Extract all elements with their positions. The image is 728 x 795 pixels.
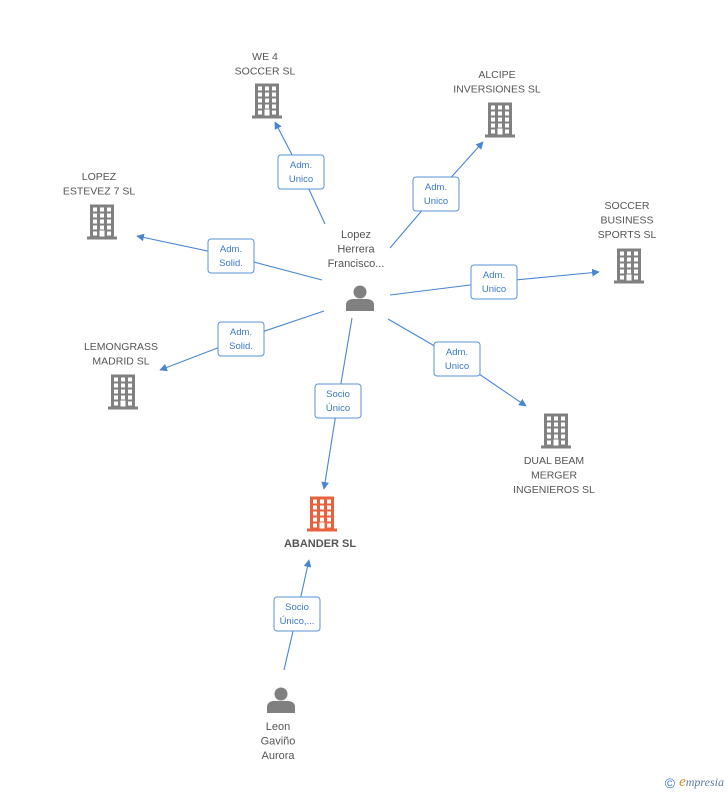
node-dual_beam[interactable]: DUAL BEAM MERGER INGENIEROS SL xyxy=(513,413,595,497)
edge-leon-to-abander: SocioÚnico,... xyxy=(273,559,321,671)
node-label-line: Herrera xyxy=(337,244,375,256)
brand-logo-text: mpresia xyxy=(685,775,724,789)
building-icon xyxy=(541,413,571,449)
edge-label-line: Unico xyxy=(445,361,469,372)
node-label-line: DUAL BEAM xyxy=(524,455,584,467)
node-label-line: SOCCER SL xyxy=(235,66,296,78)
edge-label-line: Único,... xyxy=(280,616,315,627)
building-icon xyxy=(307,496,337,532)
edge-label-line: Adm. xyxy=(425,182,447,193)
node-label-line: Lopez xyxy=(341,229,371,241)
edge-label-line: Unico xyxy=(482,284,506,295)
footer-brand[interactable]: © e mpresia xyxy=(665,774,724,791)
edge-lopez_herrera-to-lemongrass: Adm. Solid. xyxy=(159,310,325,372)
edge-label-line: Solid. xyxy=(229,341,253,352)
person-icon xyxy=(267,687,295,713)
edge-lopez_herrera-to-soccer_business: Adm. Unico xyxy=(389,264,600,300)
edge-label-box[interactable] xyxy=(470,264,518,300)
node-label-line: LOPEZ xyxy=(82,171,117,183)
brand-logo-initial: e xyxy=(679,774,686,790)
node-label-line: INGENIEROS SL xyxy=(513,484,595,496)
edge-label-line: Adm. xyxy=(483,270,505,281)
node-lemongrass[interactable]: LEMONGRASS MADRID SL xyxy=(84,341,158,410)
edge-label-box[interactable] xyxy=(314,383,362,419)
copyright-icon: © xyxy=(664,774,676,791)
node-label-line: SOCCER xyxy=(605,200,650,212)
node-label-line: MADRID SL xyxy=(92,356,149,368)
edge-lopez_herrera-to-we4: Adm. Unico xyxy=(274,121,326,225)
edge-label-line: Adm. xyxy=(290,160,312,171)
node-label-line: WE 4 xyxy=(252,51,278,63)
edge-label-line: Único xyxy=(326,403,350,414)
edge-label-line: Adm. xyxy=(230,327,252,338)
building-icon xyxy=(87,204,117,240)
edge-label-line: Solid. xyxy=(219,258,243,269)
node-label-line: ESTEVEZ 7 SL xyxy=(63,186,136,198)
edge-label-line: Adm. xyxy=(220,244,242,255)
node-label-line: Aurora xyxy=(261,750,295,762)
node-label-line: SPORTS SL xyxy=(598,229,657,241)
node-we4[interactable]: WE 4 SOCCER SL xyxy=(235,51,296,119)
edge-lopez_herrera-to-dual_beam: Adm. Unico xyxy=(387,318,527,407)
edge-label-box[interactable] xyxy=(207,238,255,274)
node-label-line: Leon xyxy=(266,721,290,733)
nodes-layer: WE 4 SOCCER SL ALCIPE INVERSIONES SL LOPEZ ES… xyxy=(63,51,657,762)
node-label-line: BUSINESS xyxy=(600,215,653,227)
node-alcipe[interactable]: ALCIPE INVERSIONES SL xyxy=(453,69,541,138)
node-soccer_business[interactable]: SOCCER BUSINESS SPORTS SL xyxy=(598,200,657,284)
building-icon xyxy=(614,248,644,284)
node-label-line: INVERSIONES SL xyxy=(453,84,541,96)
node-label-line: Francisco... xyxy=(328,258,385,270)
person-icon xyxy=(346,285,374,311)
node-label-line: ALCIPE xyxy=(478,69,515,81)
node-abander[interactable]: ABANDER SL xyxy=(284,496,356,551)
node-lopez_herrera[interactable]: LopezHerreraFrancisco... xyxy=(328,229,385,311)
node-label-line: ABANDER SL xyxy=(284,538,356,550)
edge-label-box[interactable] xyxy=(273,596,321,632)
edge-label-line: Unico xyxy=(289,174,313,185)
edge-label-line: Adm. xyxy=(446,347,468,358)
building-icon xyxy=(108,374,138,410)
edge-label-box[interactable] xyxy=(412,176,460,212)
node-label-line: Gaviño xyxy=(261,736,296,748)
edge-label-line: Socio xyxy=(326,389,350,400)
node-label-line: LEMONGRASS xyxy=(84,341,158,353)
node-label-line: MERGER xyxy=(531,470,578,482)
edge-label-box[interactable] xyxy=(217,321,265,357)
edge-label-line: Unico xyxy=(424,196,448,207)
edge-label-box[interactable] xyxy=(433,341,481,377)
edge-label-line: Socio xyxy=(285,602,309,613)
edge-label-box[interactable] xyxy=(277,154,325,190)
edge-lopez_herrera-to-lopez_estevez: Adm. Solid. xyxy=(136,233,323,281)
edges-layer: Adm.UnicoAdm.UnicoAdm.Solid.Adm.UnicoAdm… xyxy=(136,121,600,671)
building-icon xyxy=(485,102,515,138)
node-lopez_estevez[interactable]: LOPEZ ESTEVEZ 7 SL xyxy=(63,171,136,240)
building-icon xyxy=(252,83,282,119)
edge-lopez_herrera-to-alcipe: Adm. Unico xyxy=(389,141,484,249)
